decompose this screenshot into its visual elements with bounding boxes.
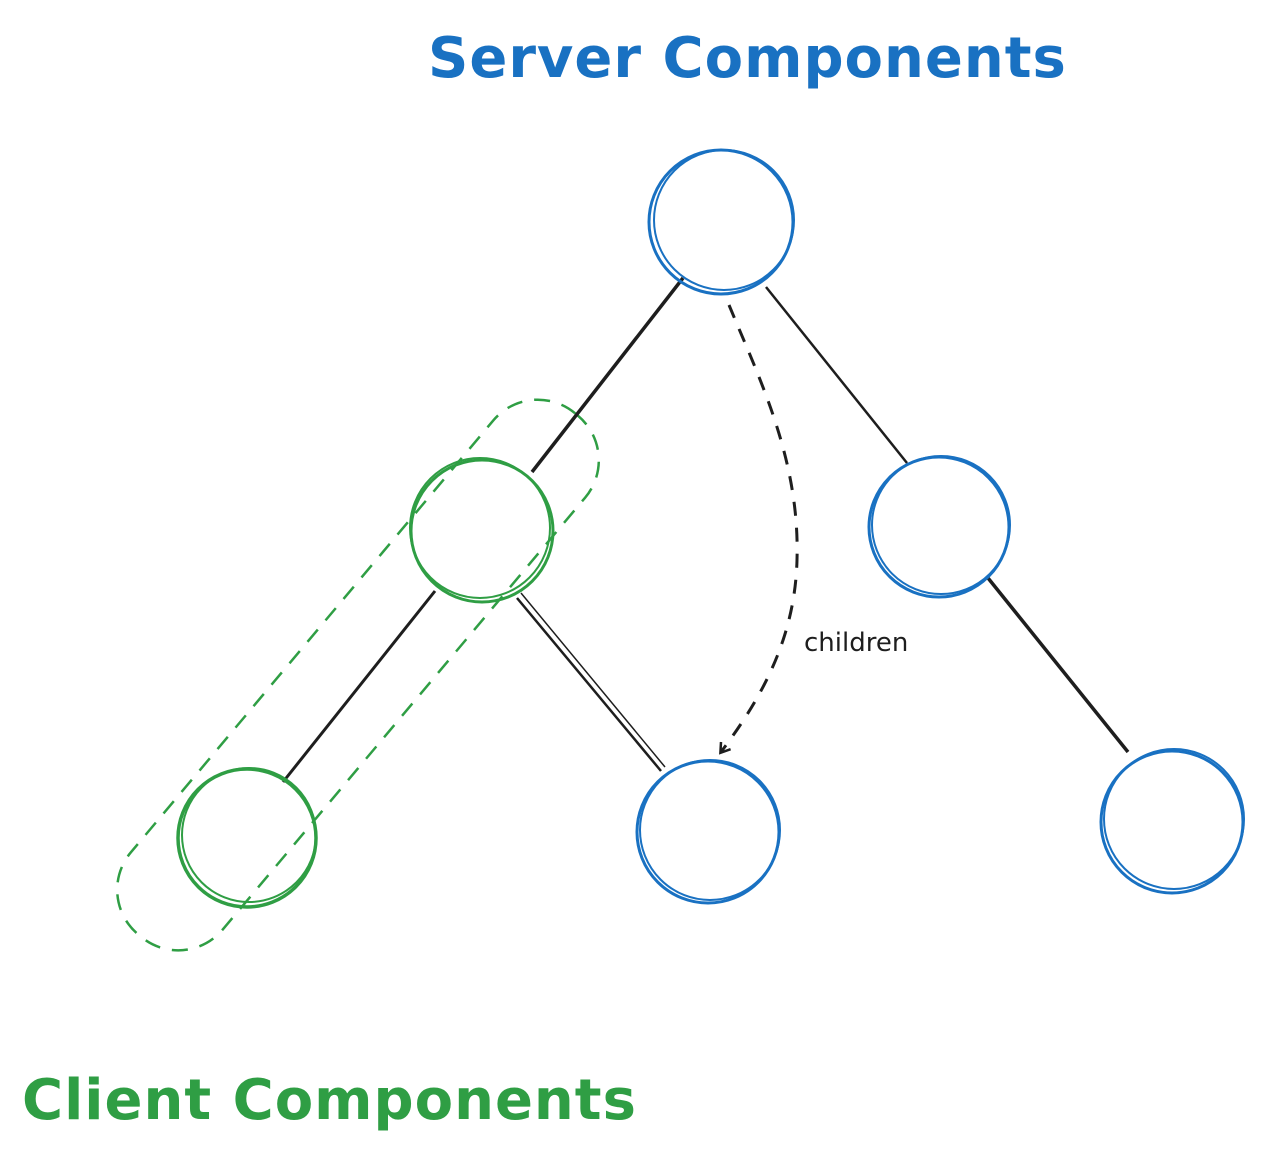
client-node: [409, 457, 555, 604]
server-child-node: [635, 759, 781, 905]
server-root-node: [647, 148, 795, 296]
edge-client-to-client-leaf: [281, 590, 437, 783]
server-components-title: Server Components: [428, 26, 1067, 91]
client-boundary: [115, 398, 601, 952]
server-leaf-node: [1099, 748, 1245, 895]
client-leaf-node: [176, 767, 318, 909]
edge-client-to-server-child-double: [520, 592, 666, 768]
children-arrow: [721, 304, 799, 752]
edge-server-right-to-leaf: [986, 576, 1130, 754]
children-edge-label: children: [804, 628, 909, 658]
edge-root-to-server-right: [765, 286, 908, 464]
server-right-node: [867, 455, 1011, 599]
client-components-title: Client Components: [22, 1068, 637, 1133]
edge-client-to-server-child: [516, 597, 662, 772]
edge-root-to-client: [530, 276, 685, 474]
